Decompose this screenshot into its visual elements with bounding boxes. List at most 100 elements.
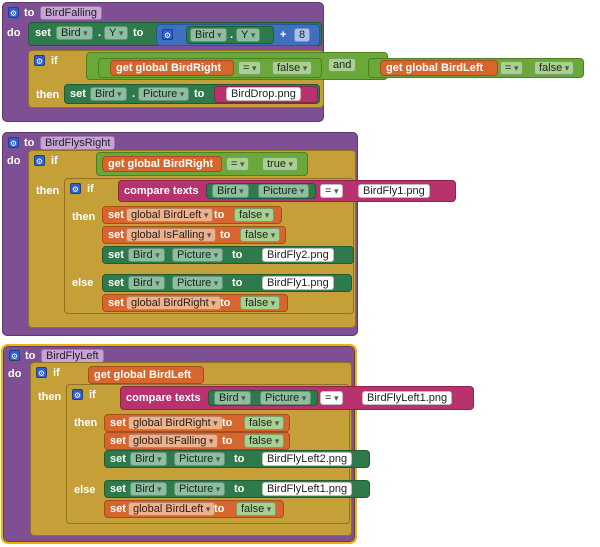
to-keyword: to <box>24 7 35 19</box>
to-keyword: to <box>214 503 225 515</box>
set-keyword: set <box>110 503 126 515</box>
property-dropdown[interactable]: Picture <box>172 276 224 290</box>
property-dropdown[interactable]: Y <box>104 26 129 40</box>
to-keyword: to <box>220 297 231 309</box>
string-field[interactable]: BirdFlyLeft2.png <box>262 452 353 466</box>
gear-icon[interactable]: ⚙ <box>34 55 45 66</box>
component-dropdown[interactable]: Bird <box>90 87 127 101</box>
component-dropdown[interactable]: Bird <box>214 391 251 405</box>
string-field[interactable]: BirdDrop.png <box>226 87 301 101</box>
boolean-dropdown[interactable]: false <box>272 61 313 75</box>
procedure-name-field[interactable]: BirdFalling <box>40 6 102 20</box>
gear-icon[interactable]: ⚙ <box>8 137 19 148</box>
set-keyword: set <box>110 483 126 495</box>
boolean-dropdown[interactable]: false <box>244 416 285 430</box>
string-field[interactable]: BirdFly2.png <box>262 248 334 262</box>
boolean-dropdown[interactable]: false <box>234 208 275 222</box>
dot-label: . <box>230 29 234 41</box>
operator-dropdown[interactable]: = <box>238 61 262 75</box>
compare-texts-label: compare texts <box>126 392 201 404</box>
then-keyword: then <box>36 185 60 197</box>
property-dropdown[interactable]: Picture <box>174 482 226 496</box>
gear-icon[interactable]: ⚙ <box>36 367 47 378</box>
then-keyword: then <box>74 417 98 429</box>
procedure-name-field[interactable]: BirdFlyLeft <box>41 349 104 363</box>
boolean-dropdown[interactable]: false <box>244 434 285 448</box>
string-field[interactable]: BirdFly1.png <box>358 184 430 198</box>
component-dropdown[interactable]: Bird <box>128 248 165 262</box>
component-dropdown[interactable]: Bird <box>128 276 165 290</box>
operator-dropdown[interactable]: = <box>320 184 344 198</box>
gear-icon[interactable]: ⚙ <box>8 7 19 18</box>
boolean-dropdown[interactable]: true <box>262 157 298 171</box>
string-field[interactable]: BirdFlyLeft1.png <box>362 391 453 405</box>
else-keyword: else <box>72 277 94 289</box>
dot-label: . <box>132 88 136 100</box>
number-field[interactable]: 8 <box>294 28 311 42</box>
get-bird-left[interactable] <box>88 366 204 384</box>
set-keyword: set <box>108 277 124 289</box>
string-field[interactable]: BirdFlyLeft1.png <box>262 482 353 496</box>
to-keyword: to <box>25 350 36 362</box>
property-dropdown[interactable]: Picture <box>260 391 312 405</box>
else-keyword: else <box>74 484 96 496</box>
and-dropdown[interactable]: and <box>328 58 357 72</box>
to-keyword: to <box>220 229 231 241</box>
boolean-dropdown[interactable]: false <box>240 228 281 242</box>
variable-dropdown[interactable]: global BirdRight <box>128 416 223 430</box>
then-keyword: then <box>38 391 62 403</box>
to-keyword: to <box>232 249 243 261</box>
set-keyword: set <box>110 435 126 447</box>
property-dropdown[interactable]: Picture <box>174 452 226 466</box>
property-dropdown[interactable]: Picture <box>138 87 190 101</box>
gear-icon[interactable]: ⚙ <box>162 29 173 40</box>
variable-dropdown[interactable]: global BirdLeft <box>128 502 216 516</box>
to-keyword: to <box>194 88 205 100</box>
to-keyword: to <box>222 435 233 447</box>
to-keyword: to <box>234 453 245 465</box>
gear-icon[interactable]: ⚙ <box>72 389 83 400</box>
set-keyword: set <box>110 417 126 429</box>
get-label: get global BirdRight <box>108 158 214 170</box>
to-keyword: to <box>222 417 233 429</box>
if-keyword: if <box>53 367 60 379</box>
get-label: get global BirdRight <box>116 62 222 74</box>
variable-dropdown[interactable]: global BirdLeft <box>126 208 214 222</box>
set-keyword: set <box>108 229 124 241</box>
get-bird-right[interactable] <box>102 156 222 172</box>
compare-texts-label: compare texts <box>124 185 199 197</box>
component-dropdown[interactable]: Bird <box>212 184 249 198</box>
boolean-dropdown[interactable]: false <box>240 296 281 310</box>
do-keyword: do <box>7 155 21 167</box>
procedure-name-field[interactable]: BirdFlysRight <box>40 136 116 150</box>
do-keyword: do <box>8 368 22 380</box>
boolean-dropdown[interactable]: false <box>236 502 277 516</box>
boolean-dropdown[interactable]: false <box>534 61 575 75</box>
get-label: get global BirdLeft <box>94 369 192 381</box>
string-field[interactable]: BirdFly1.png <box>262 276 334 290</box>
gear-icon[interactable]: ⚙ <box>34 155 45 166</box>
operator-dropdown[interactable]: = <box>226 157 250 171</box>
to-keyword: to <box>133 27 144 39</box>
component-dropdown[interactable]: Bird <box>130 482 167 496</box>
operator-dropdown[interactable]: = <box>500 61 524 75</box>
then-keyword: then <box>36 89 60 101</box>
get-label: get global BirdLeft <box>386 62 484 74</box>
gear-icon[interactable]: ⚙ <box>9 350 20 361</box>
component-dropdown[interactable]: Bird <box>56 26 93 40</box>
property-dropdown[interactable]: Y <box>236 28 261 42</box>
to-keyword: to <box>214 209 225 221</box>
component-dropdown[interactable]: Bird <box>130 452 167 466</box>
if-keyword: if <box>51 155 58 167</box>
variable-dropdown[interactable]: global IsFalling <box>126 228 217 242</box>
gear-icon[interactable]: ⚙ <box>70 183 81 194</box>
set-keyword: set <box>35 27 51 39</box>
property-dropdown[interactable]: Picture <box>172 248 224 262</box>
operator-dropdown[interactable]: = <box>320 391 344 405</box>
get-bird-left[interactable] <box>380 60 498 76</box>
property-dropdown[interactable]: Picture <box>258 184 310 198</box>
get-bird-right[interactable] <box>110 60 234 76</box>
variable-dropdown[interactable]: global BirdRight <box>126 296 221 310</box>
component-dropdown[interactable]: Bird <box>190 28 227 42</box>
variable-dropdown[interactable]: global IsFalling <box>128 434 219 448</box>
